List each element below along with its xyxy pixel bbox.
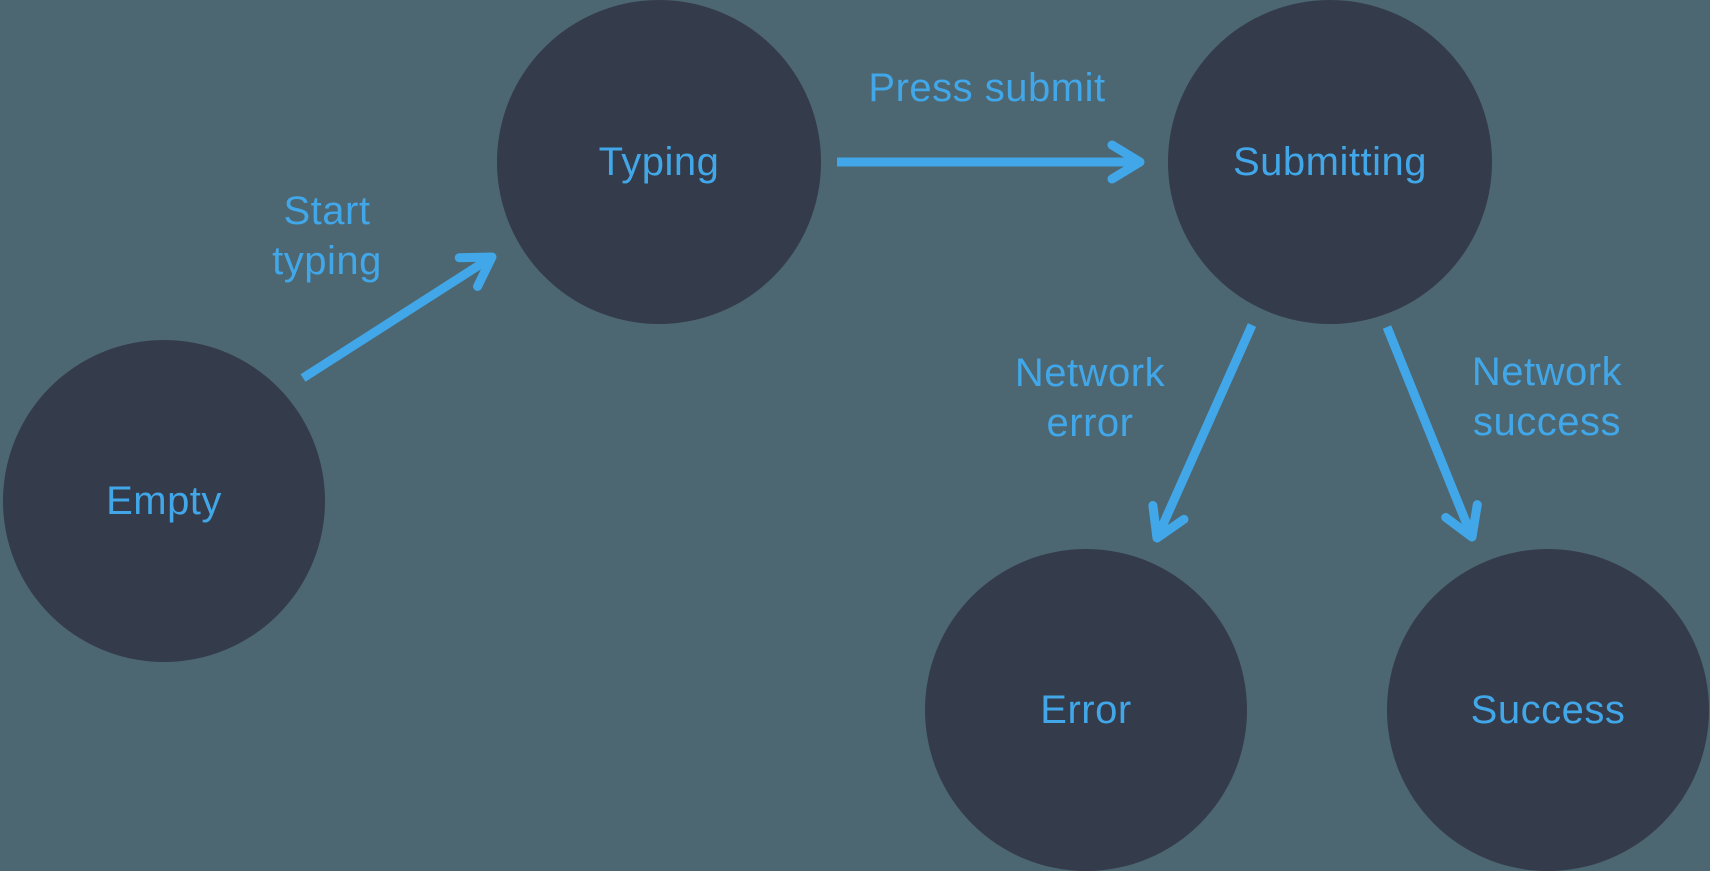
state-label-empty: Empty [106, 478, 222, 523]
state-node-submitting: Submitting [1168, 0, 1492, 324]
transition-label-line: typing [272, 239, 382, 283]
transition-label-line: Network [1471, 350, 1623, 394]
transition-label-line: Press submit [868, 66, 1106, 110]
state-label-submitting: Submitting [1233, 139, 1427, 184]
transition-label-network-error: Network error [1015, 348, 1165, 448]
transition-label-press-submit: Press submit [868, 63, 1105, 113]
transition-label-line: error [1046, 401, 1134, 445]
state-node-success: Success [1387, 549, 1709, 871]
transition-label-line: Start [283, 189, 371, 233]
transition-label-line: Network [1014, 351, 1166, 395]
state-node-typing: Typing [497, 0, 821, 324]
transition-arrow-network-error [1148, 323, 1257, 543]
transition-label-start-typing: Start typing [272, 186, 382, 286]
transition-label-line: success [1472, 400, 1621, 444]
transition-arrow-network-success [1382, 325, 1482, 542]
transition-label-network-success: Network success [1472, 347, 1622, 447]
state-node-empty: Empty [3, 340, 325, 662]
state-label-success: Success [1470, 687, 1626, 732]
state-label-error: Error [1040, 687, 1132, 732]
state-label-typing: Typing [598, 139, 720, 184]
state-node-error: Error [925, 549, 1247, 871]
